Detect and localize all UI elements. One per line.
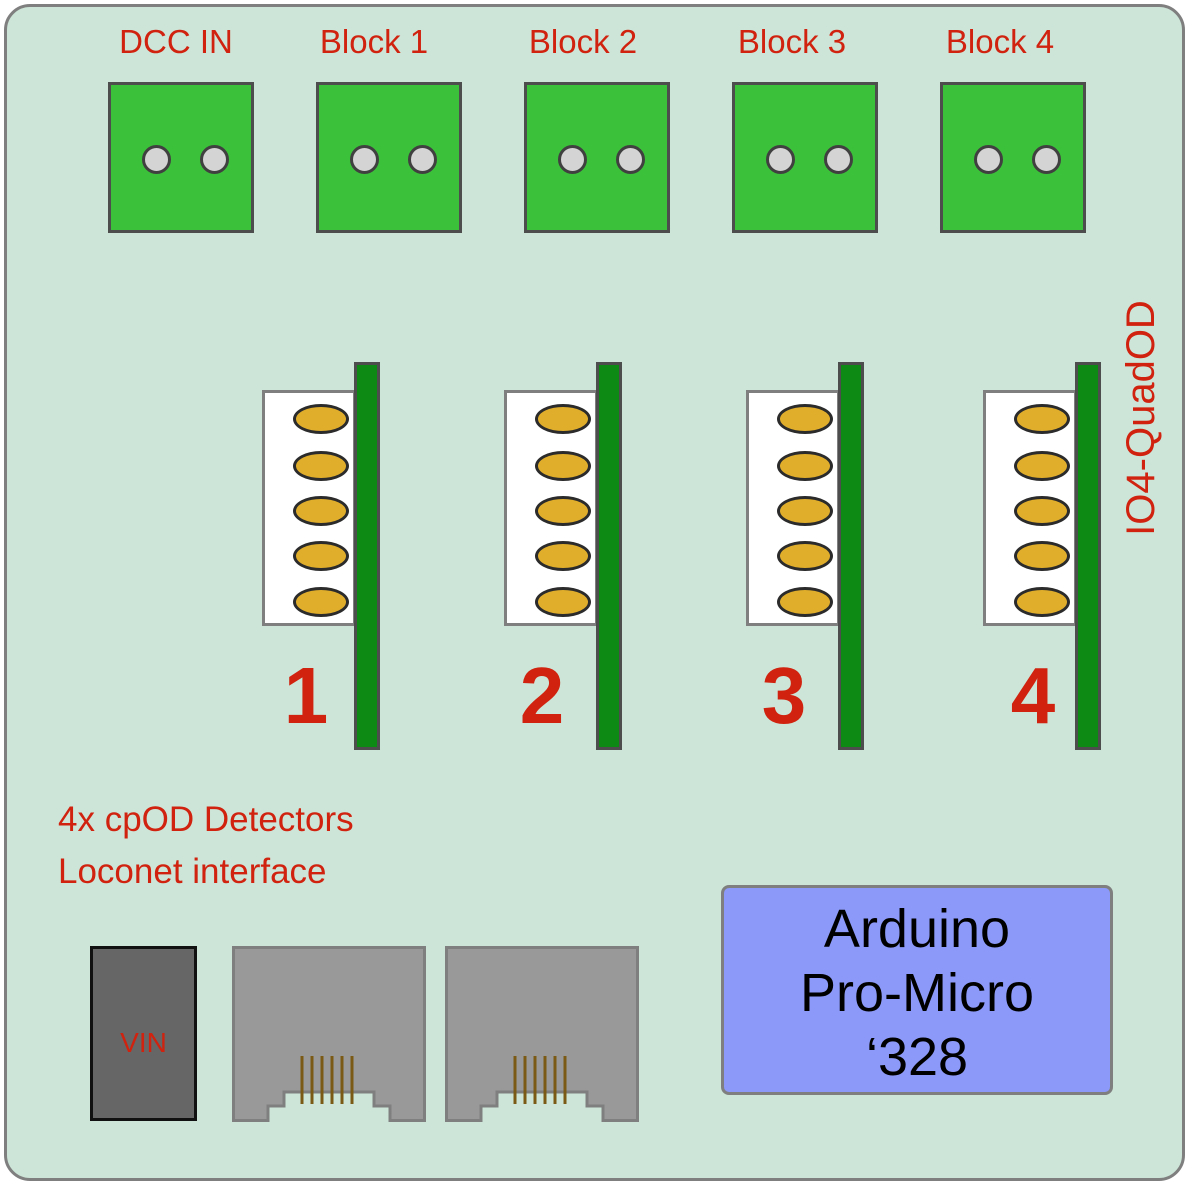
detector-number-4: 4 bbox=[1010, 651, 1056, 740]
screw-terminal-block-4 bbox=[940, 82, 1086, 233]
vin-connector: VIN bbox=[90, 946, 197, 1121]
pin-pad-icon bbox=[777, 451, 833, 481]
detector-pcb-3 bbox=[838, 362, 864, 750]
pin-pad-icon bbox=[293, 404, 349, 434]
pin-pad-icon bbox=[293, 587, 349, 617]
pin-pad-icon bbox=[535, 587, 591, 617]
detector-pcb-4 bbox=[1075, 362, 1101, 750]
arduino-module: Arduino Pro-Micro ‘328 bbox=[721, 885, 1113, 1095]
screw-icon bbox=[408, 145, 437, 174]
detector-header-1 bbox=[262, 390, 356, 626]
screw-icon bbox=[1032, 145, 1061, 174]
screw-icon bbox=[974, 145, 1003, 174]
detector-number-3: 3 bbox=[761, 651, 807, 740]
pin-pad-icon bbox=[535, 451, 591, 481]
screw-terminal-block-2 bbox=[524, 82, 670, 233]
terminal-label-block-3: Block 3 bbox=[737, 23, 847, 60]
pin-pad-icon bbox=[777, 587, 833, 617]
detector-header-2 bbox=[504, 390, 598, 626]
vin-label: VIN bbox=[120, 1027, 167, 1058]
arduino-line-1: Arduino bbox=[823, 899, 1011, 959]
rj45-jack-2-icon bbox=[445, 946, 639, 1122]
pin-pad-icon bbox=[1014, 404, 1070, 434]
pin-pad-icon bbox=[293, 496, 349, 526]
screw-icon bbox=[200, 145, 229, 174]
detector-pcb-1 bbox=[354, 362, 380, 750]
pin-pad-icon bbox=[535, 404, 591, 434]
pin-pad-icon bbox=[1014, 587, 1070, 617]
screw-icon bbox=[766, 145, 795, 174]
pin-pad-icon bbox=[777, 496, 833, 526]
detector-number-1: 1 bbox=[283, 651, 329, 740]
arduino-line-2: Pro-Micro bbox=[799, 963, 1034, 1023]
pin-pad-icon bbox=[1014, 451, 1070, 481]
pin-pad-icon bbox=[293, 541, 349, 571]
screw-terminal-dcc-in bbox=[108, 82, 254, 233]
description-line-1: 4x cpOD Detectors bbox=[58, 800, 354, 839]
terminal-label-block-1: Block 1 bbox=[319, 23, 429, 60]
board-label: IO4-QuadOD bbox=[1119, 300, 1163, 536]
terminal-label-dcc-in: DCC IN bbox=[119, 23, 233, 60]
terminal-label-block-2: Block 2 bbox=[528, 23, 638, 60]
screw-icon bbox=[350, 145, 379, 174]
rj45-jack-1-icon bbox=[232, 946, 426, 1122]
description-line-2: Loconet interface bbox=[58, 852, 327, 891]
detector-number-2: 2 bbox=[519, 651, 565, 740]
pin-pad-icon bbox=[535, 496, 591, 526]
pin-pad-icon bbox=[1014, 496, 1070, 526]
pin-pad-icon bbox=[293, 451, 349, 481]
arduino-line-3: ‘328 bbox=[865, 1027, 969, 1087]
screw-icon bbox=[142, 145, 171, 174]
detector-pcb-2 bbox=[596, 362, 622, 750]
pin-pad-icon bbox=[1014, 541, 1070, 571]
pin-pad-icon bbox=[777, 404, 833, 434]
pin-pad-icon bbox=[777, 541, 833, 571]
screw-terminal-block-1 bbox=[316, 82, 462, 233]
detector-header-4 bbox=[983, 390, 1077, 626]
detector-header-3 bbox=[746, 390, 840, 626]
screw-icon bbox=[824, 145, 853, 174]
screw-icon bbox=[558, 145, 587, 174]
terminal-label-block-4: Block 4 bbox=[945, 23, 1055, 60]
pin-pad-icon bbox=[535, 541, 591, 571]
screw-icon bbox=[616, 145, 645, 174]
screw-terminal-block-3 bbox=[732, 82, 878, 233]
